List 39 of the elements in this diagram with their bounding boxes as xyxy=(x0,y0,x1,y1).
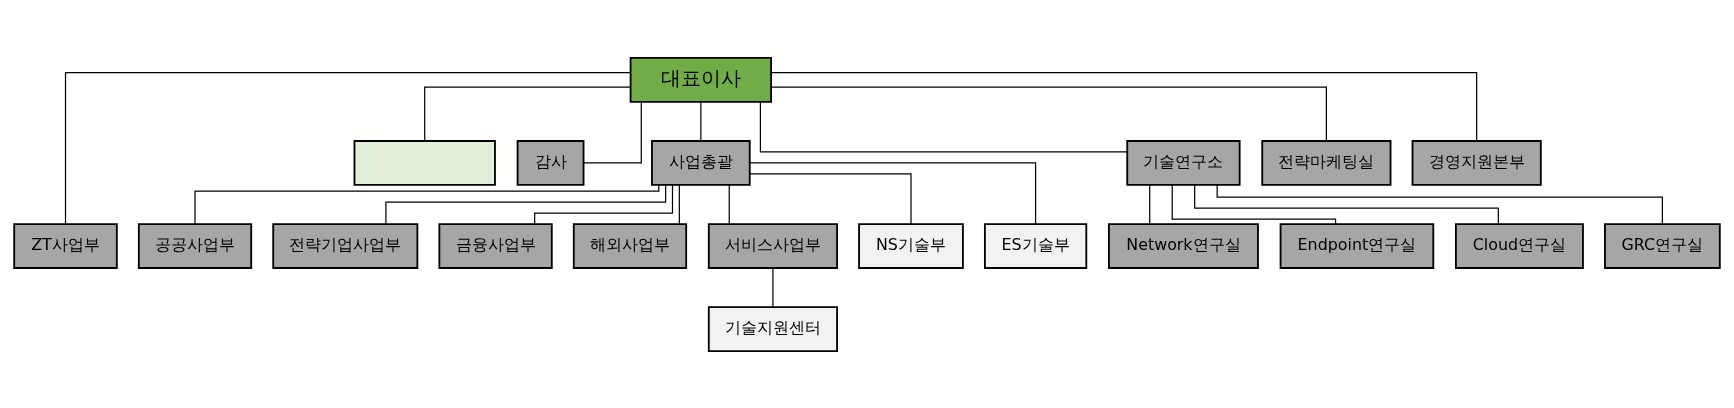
connector xyxy=(700,101,702,141)
connector xyxy=(770,86,1327,141)
node-box: 감사 xyxy=(516,139,585,186)
node-box: 전략기업사업부 xyxy=(272,222,419,269)
node-box: 경영지원본부 xyxy=(1411,139,1542,186)
connector xyxy=(759,100,1128,153)
node-box: 사업총괄 xyxy=(651,139,751,186)
node-box: 기술지원센터 xyxy=(707,305,838,352)
node-box: ES기술부 xyxy=(984,222,1088,269)
node-box: NS기술부 xyxy=(858,222,964,269)
node-box: 금융사업부 xyxy=(438,222,553,269)
node-box xyxy=(353,139,496,186)
node-box: ZT사업부 xyxy=(13,222,118,269)
connector xyxy=(534,183,674,224)
node-box: GRC연구실 xyxy=(1604,222,1721,269)
connector xyxy=(194,184,660,225)
connector xyxy=(1194,183,1499,225)
node-box: Network연구실 xyxy=(1108,222,1259,269)
connector xyxy=(678,184,680,224)
node-box: 전략마케팅실 xyxy=(1261,139,1392,186)
node-box: Endpoint연구실 xyxy=(1279,222,1435,269)
node-box: 서비스사업부 xyxy=(707,222,838,269)
connector xyxy=(1171,184,1337,224)
connector xyxy=(749,161,1037,224)
node-box: 공공사업부 xyxy=(137,222,253,269)
connector xyxy=(728,184,730,224)
node-box: 해외사업부 xyxy=(572,222,688,269)
connector xyxy=(772,267,774,307)
connector xyxy=(64,71,632,224)
connector xyxy=(424,86,632,141)
connector xyxy=(749,172,912,225)
connector xyxy=(1216,184,1663,224)
node-box: Cloud연구실 xyxy=(1455,222,1584,269)
connector xyxy=(1149,184,1151,224)
node-box: 기술연구소 xyxy=(1126,139,1241,186)
node-box: 대표이사 xyxy=(629,56,772,103)
connector xyxy=(583,101,642,164)
connector xyxy=(385,184,667,224)
connector xyxy=(770,71,1478,141)
